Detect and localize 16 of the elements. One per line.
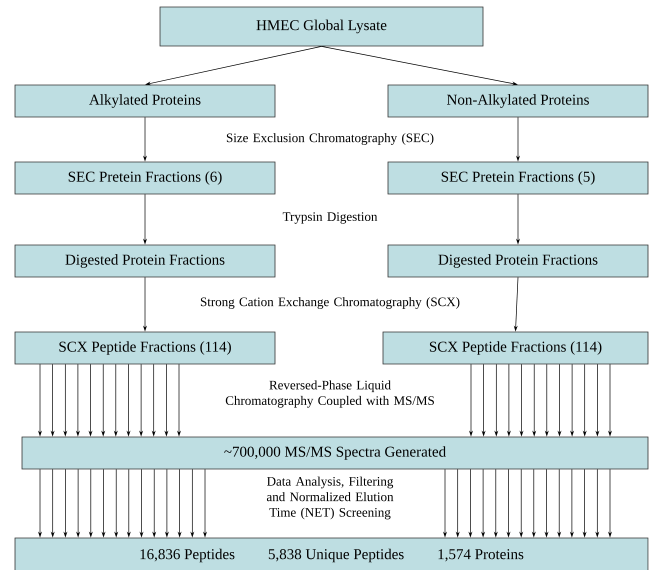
- process-box: SEC Pretein Fractions (5): [388, 162, 648, 194]
- step-label: Size Exclusion Chromatography (SEC): [226, 133, 434, 145]
- process-box: SCX Peptide Fractions (114): [14, 332, 276, 364]
- process-box: Digested Protein Fractions: [14, 244, 276, 278]
- step-label: Reversed-Phase Liquid Chromatography Coupled with MS/MS: [226, 380, 434, 408]
- process-box: SEC Pretein Fractions (6): [14, 162, 276, 194]
- step-label: Data Analysis, Filtering and Normalized Elution Time (NET) Screening: [266, 476, 394, 520]
- step-label: Strong Cation Exchange Chromatography (SCX): [200, 297, 460, 309]
- process-box: 16,836 Peptides 5,838 Unique Peptides 1,574 Proteins: [14, 538, 648, 570]
- process-box: SCX Peptide Fractions (114): [382, 332, 648, 364]
- process-box: Alkylated Proteins: [14, 84, 276, 118]
- process-box: Non-Alkylated Proteins: [388, 84, 648, 118]
- process-box: Digested Protein Fractions: [388, 244, 648, 278]
- process-box: ~700,000 MS/MS Spectra Generated: [22, 436, 648, 470]
- step-label: Trypsin Digestion: [282, 212, 378, 224]
- process-box: HMEC Global Lysate: [160, 6, 484, 46]
